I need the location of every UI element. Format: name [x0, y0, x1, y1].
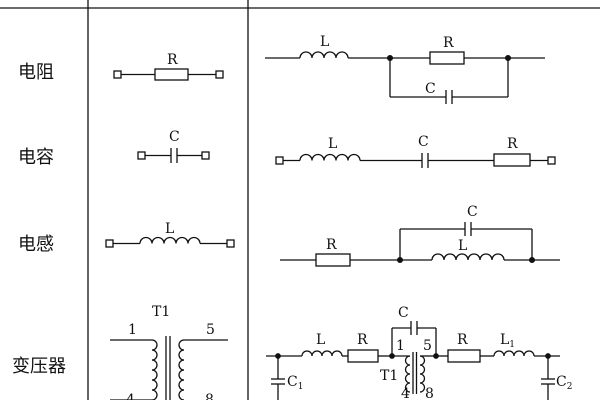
ex2-inductor-label: L [328, 136, 337, 152]
ex4-l1-base: L [500, 332, 509, 348]
ex4-capacitor-label: C [398, 305, 409, 321]
ex4-pin-5-label: 5 [423, 338, 432, 354]
ex2-resistor-label: R [507, 136, 518, 152]
ex3-resistor-label: R [326, 237, 337, 253]
transformer-label: T1 [152, 304, 170, 320]
ex4-l1-label: L1 [500, 332, 515, 350]
row-labels: 电阻 电容 电感 变压器 [12, 62, 66, 377]
ex1-capacitor-label: C [425, 81, 436, 97]
example-circuit-capacitor: L C R [275, 134, 556, 168]
ex4-c2-base: C [556, 374, 567, 390]
ex4-c1-sub: 1 [298, 382, 304, 392]
row-label-capacitor: 电容 [18, 147, 54, 168]
inductor-symbol: L [105, 221, 235, 248]
resistor-label: R [167, 52, 178, 68]
ex4-resistor-b-label: R [457, 332, 468, 348]
pin-4-label: 4 [126, 392, 135, 400]
ex4-c2-label: C2 [556, 374, 572, 392]
resistor-symbol: R [113, 52, 224, 81]
transformer-symbol: T1 1 5 4 8 [110, 304, 228, 400]
example-circuit-resistor: L R C [265, 34, 545, 104]
pin-5-label: 5 [206, 322, 215, 338]
ex3-inductor-label: L [458, 238, 467, 254]
ex4-pin-8-label: 8 [425, 386, 434, 400]
example-circuit-transformer: L R C 1 5 T1 4 8 R L1 C1 C2 [266, 305, 572, 400]
row-label-inductor: 电感 [18, 234, 54, 255]
capacitor-symbol: C [137, 129, 210, 163]
ex4-transformer-label: T1 [380, 368, 398, 384]
capacitor-label: C [169, 129, 180, 145]
ex1-resistor-label: R [443, 35, 454, 51]
pin-8-label: 8 [205, 392, 214, 400]
inductor-label: L [165, 221, 174, 237]
ex4-resistor-a-label: R [357, 332, 368, 348]
ex2-capacitor-label: C [418, 134, 429, 150]
ex1-inductor-label: L [320, 34, 329, 50]
ex4-pin-4-label: 4 [401, 386, 410, 400]
row-label-resistor: 电阻 [18, 62, 54, 83]
pin-1-label: 1 [128, 322, 137, 338]
ex4-c1-base: C [287, 374, 298, 390]
ex4-c2-sub: 2 [567, 382, 573, 392]
ex4-l1-sub: 1 [509, 340, 515, 350]
row-label-transformer: 变压器 [12, 356, 66, 377]
ex4-c1-label: C1 [287, 374, 303, 392]
example-circuit-inductor: R C L [280, 204, 560, 267]
ex4-inductor-label: L [316, 332, 325, 348]
ex4-pin-1-label: 1 [396, 338, 405, 354]
ex3-capacitor-label: C [467, 204, 478, 220]
